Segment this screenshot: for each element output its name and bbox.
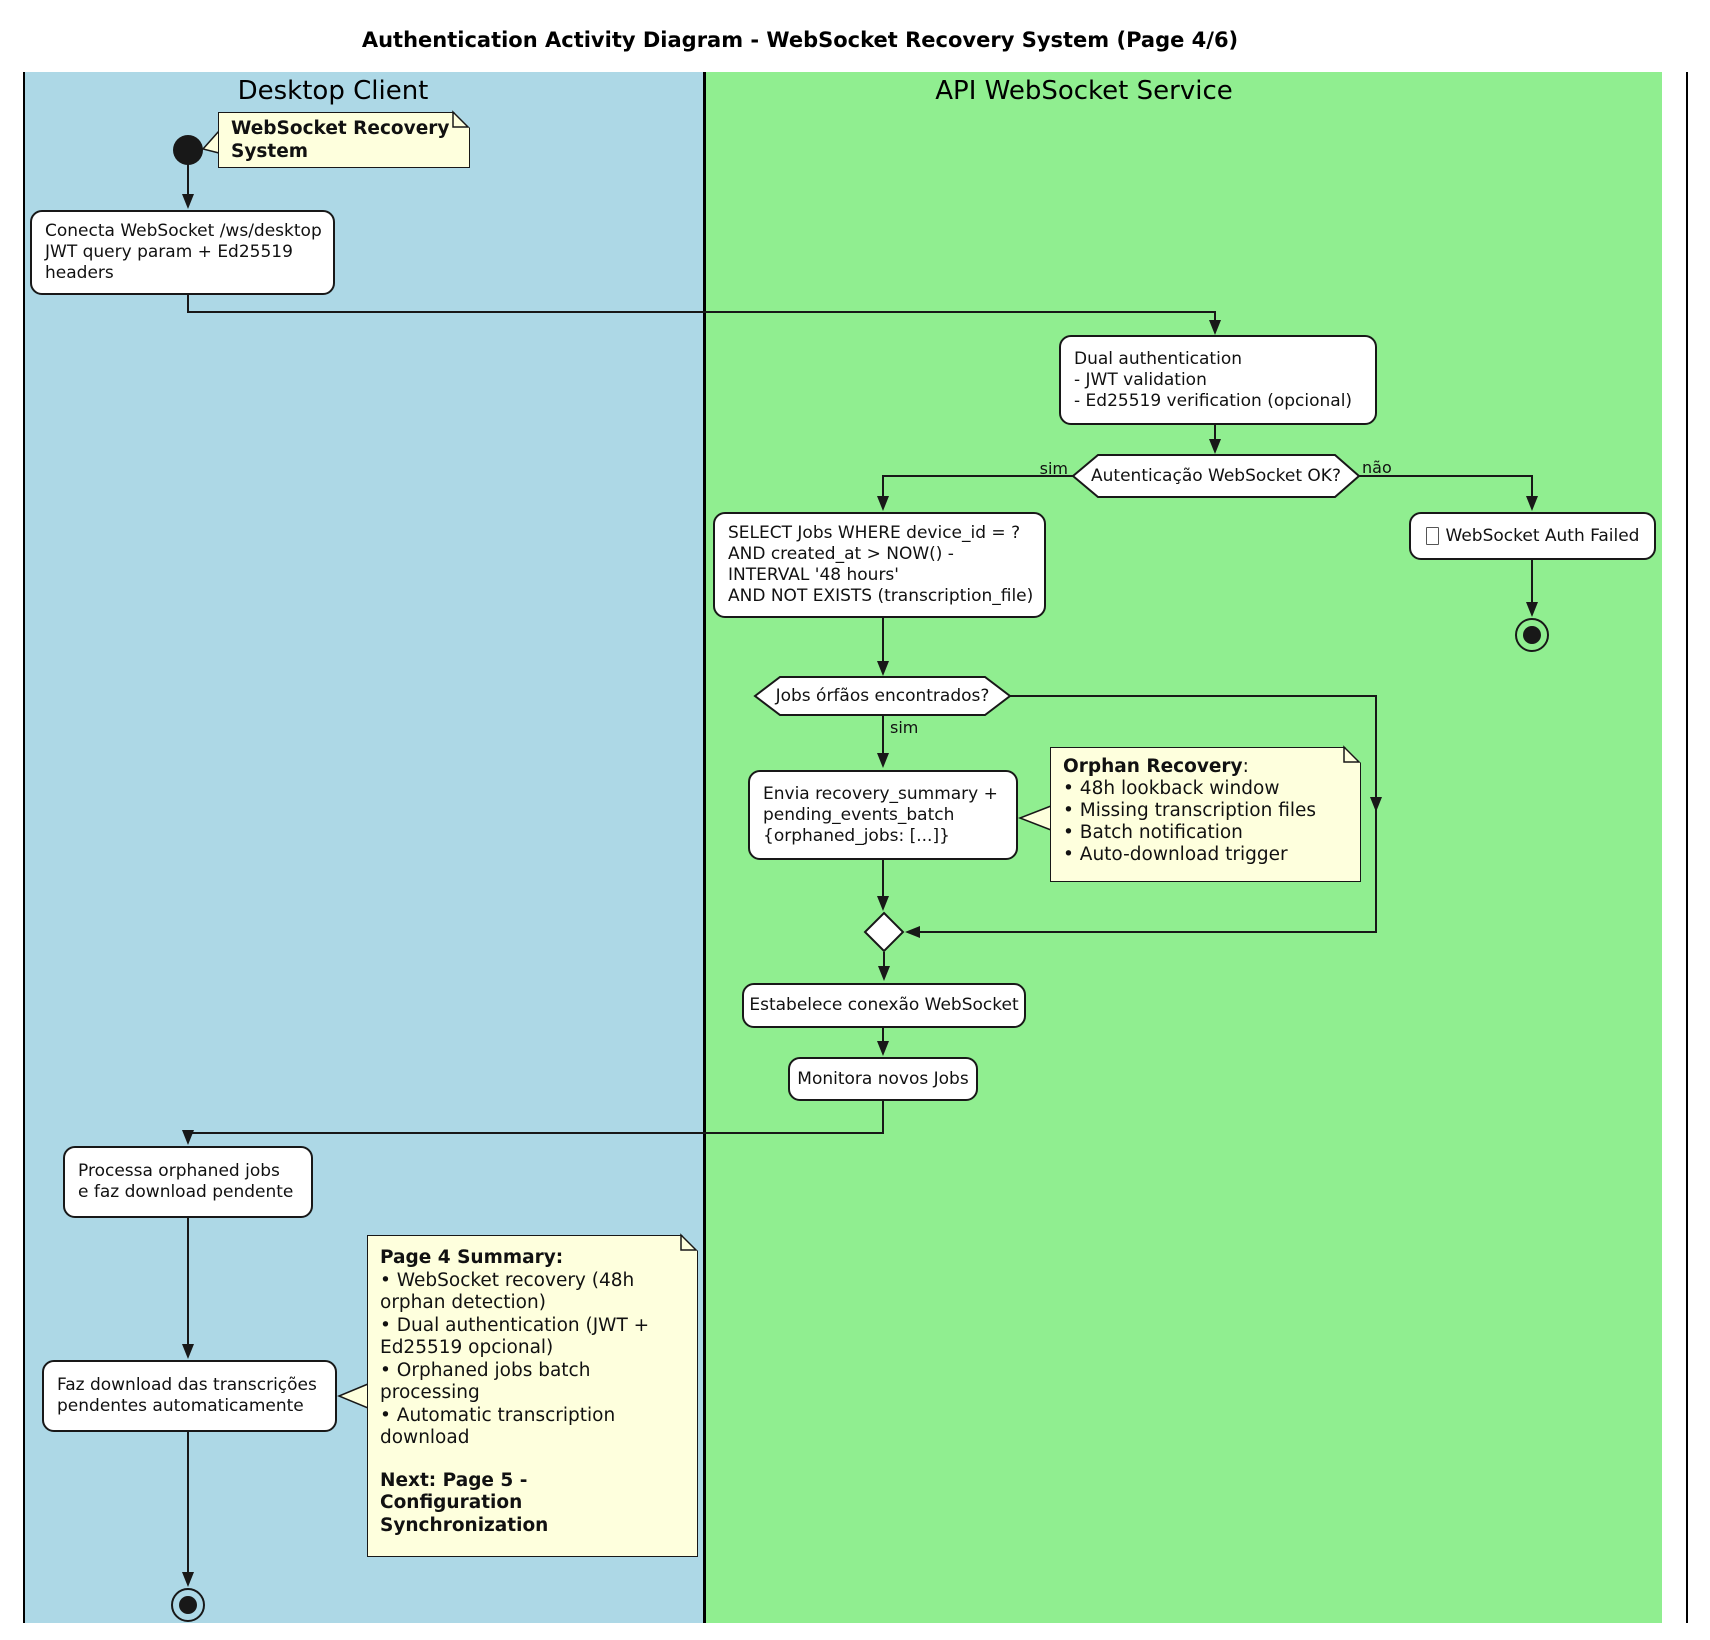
note-page4-summary: Page 4 Summary: • WebSocket recovery (48… — [367, 1235, 698, 1557]
note-bullet: • Dual authentication (JWT + Ed25519 opc… — [380, 1314, 650, 1359]
lane-title-api-websocket-service: API WebSocket Service — [935, 76, 1233, 106]
note-websocket-recovery-system: WebSocket Recovery System — [218, 112, 470, 168]
branch-label-sim-orphans: sim — [890, 718, 919, 737]
note-next-line: Next: Page 5 - — [380, 1469, 528, 1491]
activity-estabelece-conexao: Estabelece conexão WebSocket — [742, 983, 1026, 1028]
note-next-line: Configuration — [380, 1492, 523, 1513]
activity-select-jobs-query: SELECT Jobs WHERE device_id = ? AND crea… — [713, 512, 1046, 618]
note-bullet: • Batch notification — [1063, 822, 1243, 843]
missing-glyph-icon — [1425, 527, 1439, 545]
note-bullet: • 48h lookback window — [1063, 778, 1280, 799]
note-bullet: • Automatic transcription download — [380, 1404, 616, 1449]
note-orphan-recovery: Orphan Recovery: • 48h lookback window •… — [1050, 747, 1361, 882]
decision-auth-ok-label: Autenticação WebSocket OK? — [1091, 466, 1341, 486]
diagram-title: Authentication Activity Diagram - WebSoc… — [361, 28, 1239, 52]
note-heading: Page 4 Summary: — [380, 1247, 564, 1268]
activity-dual-authentication: Dual authentication - JWT validation - E… — [1059, 335, 1377, 425]
branch-label-nao-auth: não — [1362, 458, 1392, 477]
lane-title-desktop-client: Desktop Client — [237, 76, 429, 106]
note-bullet: • Missing transcription files — [1063, 800, 1317, 821]
activity-faz-download-transcricoes: Faz download das transcrições pendentes … — [42, 1360, 337, 1432]
note-spacer — [380, 1450, 685, 1470]
note-heading: Orphan Recovery — [1063, 756, 1243, 777]
activity-websocket-auth-failed: WebSocket Auth Failed — [1409, 512, 1656, 560]
lane-border-left — [23, 72, 25, 1623]
note-line: WebSocket Recovery — [231, 118, 450, 139]
activity-monitora-novos-jobs: Monitora novos Jobs — [788, 1057, 978, 1101]
note-line: System — [231, 141, 309, 162]
lane-divider — [703, 72, 706, 1623]
note-bullet: • WebSocket recovery (48h orphan detecti… — [380, 1269, 635, 1314]
note-next-line: Synchronization — [380, 1514, 549, 1536]
note-heading-suffix: : — [1242, 756, 1249, 777]
decision-orphans-label: Jobs órfãos encontrados? — [775, 686, 990, 706]
note-bullet: • Orphaned jobs batch processing — [380, 1359, 591, 1404]
activity-processa-orphaned-jobs: Processa orphaned jobs e faz download pe… — [63, 1146, 313, 1218]
lane-border-right — [1686, 72, 1688, 1623]
note-bullet: • Auto-download trigger — [1063, 844, 1288, 865]
branch-label-sim-auth: sim — [1039, 459, 1068, 478]
activity-connect-websocket: Conecta WebSocket /ws/desktop JWT query … — [30, 210, 335, 295]
activity-envia-recovery-summary: Envia recovery_summary + pending_events_… — [748, 770, 1018, 860]
